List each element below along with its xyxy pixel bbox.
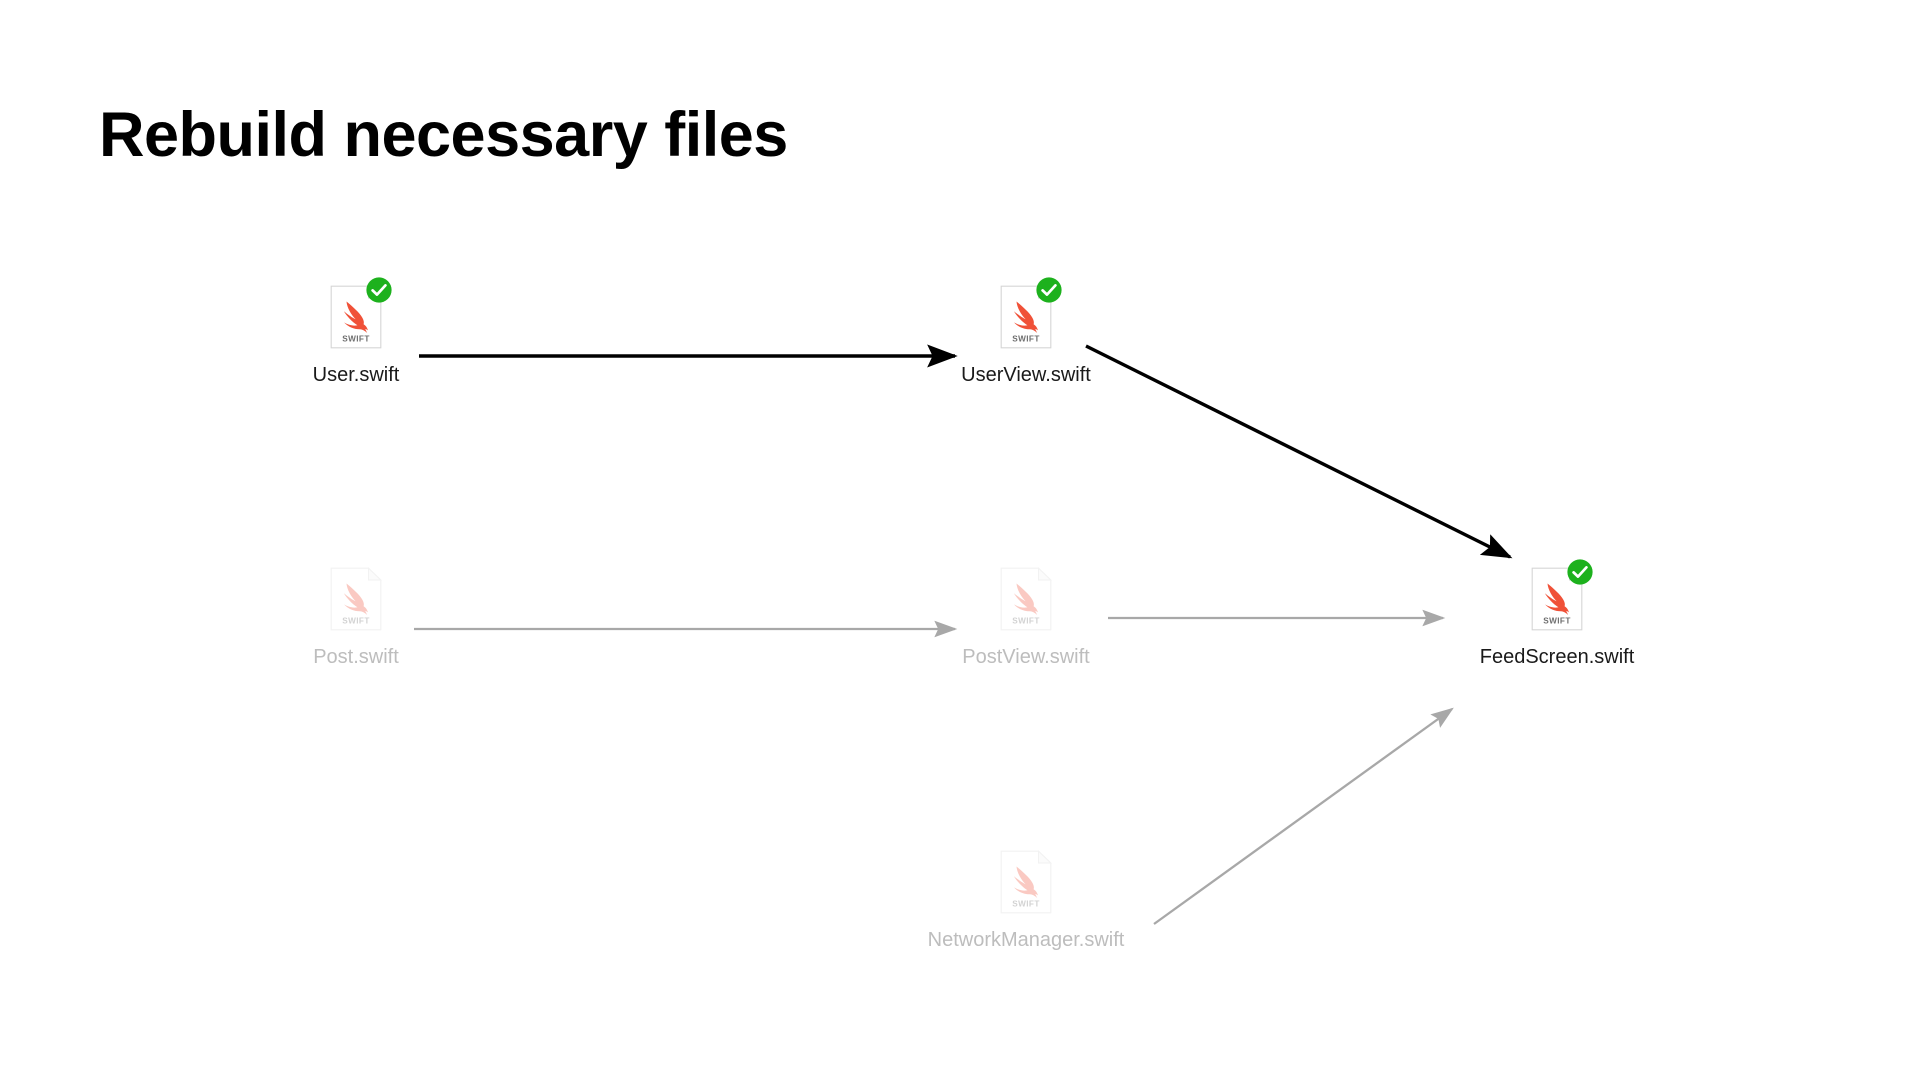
svg-text:SWIFT: SWIFT <box>1543 617 1570 626</box>
swift-file-icon: SWIFT <box>330 285 382 349</box>
swift-file-icon-wrap: SWIFT <box>1000 567 1052 631</box>
swift-file-icon-wrap: SWIFT <box>330 277 392 349</box>
edge-networkmanager-to-feedscreen <box>1153 707 1454 925</box>
swift-file-icon-wrap: SWIFT <box>1000 850 1052 914</box>
swift-file-icon: SWIFT <box>1000 850 1052 914</box>
node-post-swift[interactable]: SWIFT Post.swift <box>266 567 446 669</box>
node-label: UserView.swift <box>961 364 1091 386</box>
edge-userview-to-feedscreen <box>1085 344 1513 559</box>
svg-text:SWIFT: SWIFT <box>1012 900 1039 909</box>
swift-file-icon: SWIFT <box>1000 567 1052 631</box>
node-feedscreen-swift[interactable]: SWIFT FeedScreen.swift <box>1467 559 1647 669</box>
node-label: PostView.swift <box>962 646 1090 668</box>
node-postview-swift[interactable]: SWIFT PostView.swift <box>936 567 1116 669</box>
node-user-swift[interactable]: SWIFT User.swift <box>266 277 446 387</box>
node-label: FeedScreen.swift <box>1479 646 1635 668</box>
node-label: NetworkManager.swift <box>927 929 1125 951</box>
svg-text:SWIFT: SWIFT <box>1012 617 1039 626</box>
swift-file-icon-wrap: SWIFT <box>1000 277 1062 349</box>
swift-file-icon-wrap: SWIFT <box>330 567 382 631</box>
swift-file-icon: SWIFT <box>330 567 382 631</box>
node-label: Post.swift <box>313 646 399 668</box>
svg-text:SWIFT: SWIFT <box>342 617 369 626</box>
node-userview-swift[interactable]: SWIFT UserView.swift <box>936 277 1116 387</box>
check-badge-icon <box>366 277 392 303</box>
svg-text:SWIFT: SWIFT <box>1012 335 1039 344</box>
node-networkmanager-swift[interactable]: SWIFT NetworkManager.swift <box>928 850 1124 952</box>
svg-text:SWIFT: SWIFT <box>342 335 369 344</box>
page-title: Rebuild necessary files <box>99 100 788 170</box>
swift-file-icon-wrap: SWIFT <box>1531 559 1593 631</box>
check-badge-icon <box>1567 559 1593 585</box>
check-badge-icon <box>1036 277 1062 303</box>
node-label: User.swift <box>312 364 400 386</box>
